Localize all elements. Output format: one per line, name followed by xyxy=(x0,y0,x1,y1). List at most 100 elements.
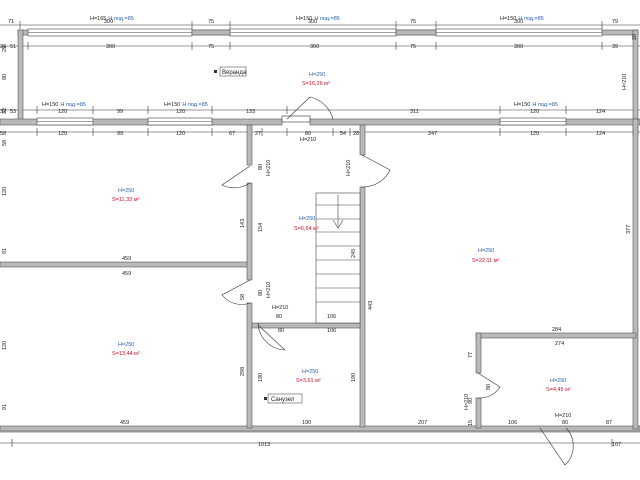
window-tag-h: H=150 xyxy=(500,16,516,22)
room-area: S=4,45 м² xyxy=(546,387,571,393)
door-tags: H=210 H=210 H=210 H=210 H=210 H=210 H=21… xyxy=(266,137,571,419)
house-walls xyxy=(0,118,640,432)
dim-label: 245 xyxy=(351,249,357,258)
window-tag-h: H=150 xyxy=(296,16,312,22)
dim-label: 120 xyxy=(58,131,67,137)
dim-label: 91 xyxy=(2,404,8,410)
dim-label: 75 xyxy=(410,19,416,25)
dim-label: 247 xyxy=(428,131,437,137)
dim-label: 53 xyxy=(10,109,16,115)
dim-label: 300 xyxy=(104,19,113,25)
room-area: S=6,64 м² xyxy=(294,226,319,232)
door-height: H=210 xyxy=(266,160,272,176)
dim-label: 154 xyxy=(258,223,264,232)
room-title: H=250 xyxy=(478,248,494,254)
window-tag-pod: H под.=85 xyxy=(108,16,133,22)
dim-label: 300 xyxy=(308,19,317,25)
dim-label: 124 xyxy=(596,109,605,115)
dim-label: 190 xyxy=(258,373,264,382)
room-title: H=250 xyxy=(118,342,134,348)
dim-label: 106 xyxy=(508,420,517,426)
room-title: H=250 xyxy=(309,72,325,78)
window-tag-pod: H под.=85 xyxy=(314,16,339,22)
door-height: H=210 xyxy=(272,305,288,311)
dim-label: 29 xyxy=(0,44,6,50)
dim-label: 32 xyxy=(0,109,6,115)
dim-label: 80 xyxy=(562,420,568,426)
dim-label: 39 xyxy=(612,44,618,50)
dim-label: 300 xyxy=(310,44,319,50)
dim-label: 77 xyxy=(468,352,474,358)
dim-label: 58 xyxy=(240,294,246,300)
window-tag-pod: H под.=85 xyxy=(182,102,207,108)
dim-label: 120 xyxy=(530,109,539,115)
dimension-labels: 71 300 75 300 75 300 79 29 51 300 75 300… xyxy=(0,19,638,448)
dim-label: 300 xyxy=(514,44,523,50)
dim-label: 90 xyxy=(468,398,474,404)
dim-label: 67 xyxy=(229,131,235,137)
room-tags: H=250 S=16,26 м² H=250 S=11,33 м² H=250 … xyxy=(112,72,571,393)
dim-label: 300 xyxy=(106,44,115,50)
dim-label: 459 xyxy=(120,420,129,426)
dim-label: 87 xyxy=(606,420,612,426)
room-title: H=250 xyxy=(550,378,566,384)
dim-label: 28 xyxy=(353,131,359,137)
dim-label: 75 xyxy=(410,44,416,50)
room-area: S=11,33 м² xyxy=(112,197,140,203)
dim-label: 71 xyxy=(8,19,14,25)
window-tag-h: H=150 xyxy=(514,102,530,108)
door-height: H=210 xyxy=(346,160,352,176)
room-title: H=250 xyxy=(299,216,315,222)
dim-label: 58 xyxy=(0,131,6,137)
dim-label: 58 xyxy=(2,140,8,146)
dim-label: 300 xyxy=(514,19,523,25)
dim-label: 459 xyxy=(122,256,131,262)
veranda-label: Веранда xyxy=(222,70,247,76)
door-height: H=210 xyxy=(266,282,272,298)
dim-label: 80 xyxy=(305,131,311,137)
veranda-windows xyxy=(27,28,603,37)
room-area: S=16,26 м² xyxy=(302,81,330,87)
dim-label: 75 xyxy=(208,19,214,25)
dim-label: 1013 xyxy=(258,442,270,448)
dim-label: 79 xyxy=(612,19,618,25)
dim-label: 120 xyxy=(2,341,8,350)
dim-label: 133 xyxy=(246,109,255,115)
room-area: S=3,61 м² xyxy=(296,378,321,384)
dim-label: 32 xyxy=(2,108,8,114)
dim-label: 99 xyxy=(117,109,123,115)
dim-label: 106 xyxy=(327,314,336,320)
dim-label: 190 xyxy=(302,420,311,426)
dim-label: 51 xyxy=(10,44,16,50)
dim-label: H=210 xyxy=(622,74,628,90)
dim-label: 443 xyxy=(368,301,374,310)
room-labels: Веранда Санузел xyxy=(214,66,303,404)
dim-label: 107 xyxy=(612,442,621,448)
dim-label: 124 xyxy=(596,131,605,137)
dim-label: 190 xyxy=(351,373,357,382)
room-title: H=250 xyxy=(302,369,318,375)
dim-label: 91 xyxy=(2,248,8,254)
dim-label: 80 xyxy=(258,290,264,296)
doors xyxy=(221,96,574,466)
window-tag-h: H=165 xyxy=(90,16,106,22)
dim-label: 120 xyxy=(176,109,185,115)
dim-label: 99 xyxy=(117,131,123,137)
door-height: H=210 xyxy=(555,413,571,419)
dim-label: 120 xyxy=(176,131,185,137)
dim-label: 80 xyxy=(2,74,8,80)
dim-label: 27 xyxy=(255,131,261,137)
dim-label: 311 xyxy=(410,109,419,115)
dim-label: 20 xyxy=(632,34,638,40)
house-windows xyxy=(36,117,567,126)
dim-label: 274 xyxy=(555,341,564,347)
dim-label: 15 xyxy=(468,420,474,426)
dim-label: 80 xyxy=(258,164,264,170)
dim-label: 207 xyxy=(418,420,427,426)
